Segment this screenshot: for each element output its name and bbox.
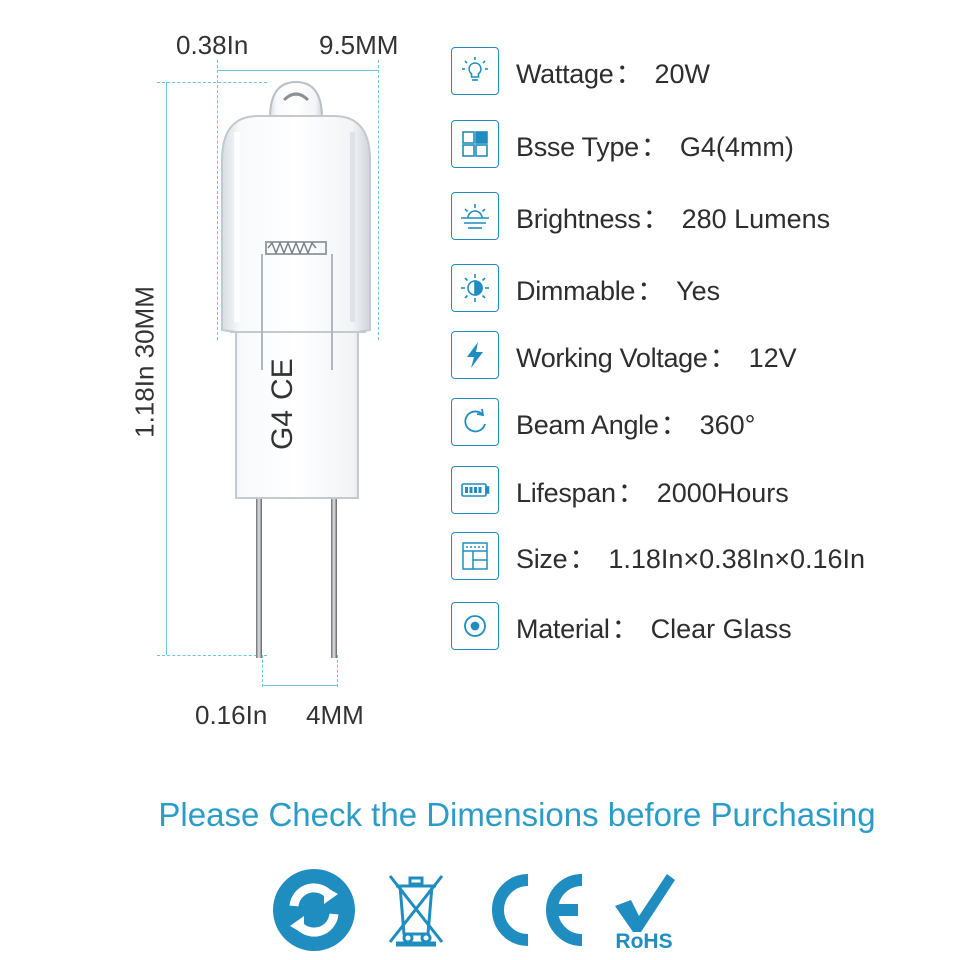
spec-row-base-type: Bsse Type： G4(4mm) xyxy=(451,119,794,169)
recycle-logo xyxy=(272,868,356,952)
spec-value: 1.18In×0.38In×0.16In xyxy=(608,543,866,574)
ce-mark-logo xyxy=(484,868,594,952)
spec-value: Clear Glass xyxy=(650,613,792,644)
sunrise-icon xyxy=(451,192,499,240)
lightning-icon xyxy=(451,331,499,379)
spec-separator: ： xyxy=(569,543,597,574)
base-type-icon xyxy=(451,120,499,168)
height-dimension-label: 1.18In 30MM xyxy=(129,286,160,438)
bulb-print-ce: CE xyxy=(266,358,299,400)
spec-row-material: Material： Clear Glass xyxy=(451,601,792,651)
spec-label: Brightness xyxy=(516,203,641,234)
top-dimension-mm: 9.5MM xyxy=(319,30,399,60)
right-pin-guide xyxy=(337,655,338,687)
spec-separator: ： xyxy=(615,58,643,89)
spec-row-brightness: Brightness： 280 Lumens xyxy=(451,191,830,241)
right-width-guide xyxy=(378,60,379,340)
spec-row-lifespan: Lifespan： 2000Hours xyxy=(451,465,789,515)
spec-value: 280 Lumens xyxy=(681,203,831,234)
spec-label: Beam Angle xyxy=(516,409,659,440)
spec-row-dimmable: Dimmable： Yes xyxy=(451,263,720,313)
spec-separator: ： xyxy=(660,409,688,440)
spec-label: Size xyxy=(516,543,568,574)
spec-value: 20W xyxy=(654,58,710,89)
spec-label: Material xyxy=(516,613,610,644)
spec-value: 360° xyxy=(699,409,756,440)
bottom-dimension-line xyxy=(262,685,338,686)
spec-label: Wattage xyxy=(516,58,614,89)
spec-value: 12V xyxy=(748,342,797,373)
bulb-print-g4: G4 xyxy=(266,410,299,450)
bulb-icon xyxy=(451,47,499,95)
rohs-text: RoHS xyxy=(615,930,673,953)
right-pin xyxy=(331,430,337,658)
spec-separator: ： xyxy=(642,203,670,234)
spec-separator: ： xyxy=(640,131,668,162)
rohs-logo: RoHS xyxy=(604,868,684,958)
left-pin xyxy=(256,430,262,658)
floorplan-icon xyxy=(451,532,499,580)
spec-row-size: Size： 1.18In×0.38In×0.16In xyxy=(451,531,865,581)
battery-icon xyxy=(451,466,499,514)
spec-separator: ： xyxy=(611,613,639,644)
spec-row-wattage: Wattage： 20W xyxy=(451,46,710,96)
spec-label: Dimmable xyxy=(516,275,636,306)
spec-value: G4(4mm) xyxy=(679,131,794,162)
rotate-icon xyxy=(451,398,499,446)
left-width-guide xyxy=(217,60,218,340)
dimmer-icon xyxy=(451,264,499,312)
bulb-tip xyxy=(268,80,324,119)
spec-row-beam-angle: Beam Angle： 360° xyxy=(451,397,755,447)
spec-separator: ： xyxy=(709,342,737,373)
dimension-check-notice: Please Check the Dimensions before Purch… xyxy=(158,796,876,833)
weee-bin-logo xyxy=(384,868,448,948)
top-dimension-line xyxy=(217,70,379,71)
spec-row-working-voltage: Working Voltage： 12V xyxy=(451,330,797,380)
spec-value: Yes xyxy=(676,275,721,306)
spec-label: Bsse Type xyxy=(516,131,639,162)
bottom-dimension-mm: 4MM xyxy=(306,700,364,730)
spec-separator: ： xyxy=(617,477,645,508)
height-dimension-line xyxy=(166,82,167,655)
top-height-guide xyxy=(157,82,267,83)
bottom-height-guide xyxy=(157,655,267,656)
bottom-dimension-inches: 0.16In xyxy=(195,700,268,730)
target-icon xyxy=(451,602,499,650)
spec-separator: ： xyxy=(637,275,665,306)
g4-bulb-image: G4 CE xyxy=(221,80,371,658)
spec-value: 2000Hours xyxy=(656,477,789,508)
top-dimension-inches: 0.38In xyxy=(176,30,249,60)
spec-label: Lifespan xyxy=(516,477,616,508)
left-pin-guide xyxy=(262,655,263,687)
spec-label: Working Voltage xyxy=(516,342,708,373)
